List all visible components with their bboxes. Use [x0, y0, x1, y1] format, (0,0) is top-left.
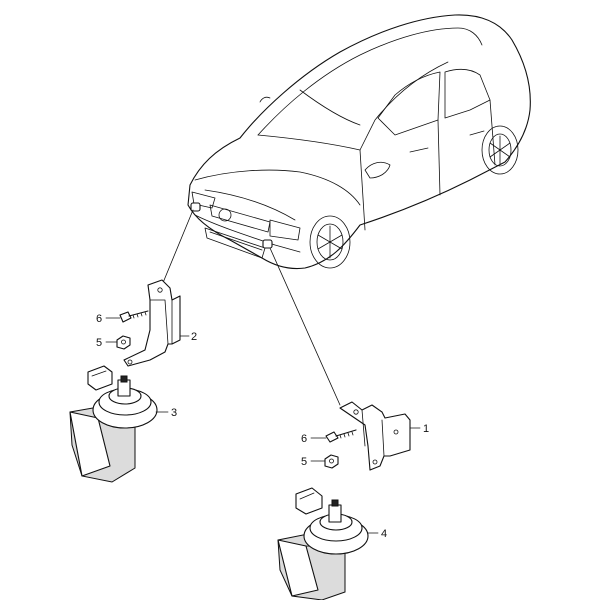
callout-1: 1: [423, 423, 429, 435]
bolt-right: [325, 431, 339, 443]
callout-4: 4: [381, 528, 387, 540]
callout-6-right: 6: [301, 433, 307, 445]
car-illustration: [187, 14, 531, 270]
horn-left: [69, 365, 158, 483]
left-horn-assembly: [69, 279, 181, 483]
horn-right: [277, 487, 369, 600]
right-horn-assembly: [277, 401, 411, 600]
callout-5-right: 5: [301, 456, 307, 468]
callout-2: 2: [191, 331, 197, 343]
callout-6-left: 6: [96, 313, 102, 325]
horn-mount-marker-left: [190, 202, 201, 212]
callout-3: 3: [171, 407, 177, 419]
nut-left: [116, 335, 131, 350]
callout-leaders: [105, 317, 421, 534]
leader-line-right: [269, 247, 341, 406]
bolt-left: [119, 311, 132, 323]
bracket-left: [123, 279, 181, 367]
horn-mount-marker-right: [262, 239, 273, 249]
nut-right: [324, 454, 339, 469]
leader-line-left: [159, 209, 194, 291]
callout-5-left: 5: [96, 337, 102, 349]
bracket-right: [339, 401, 411, 471]
